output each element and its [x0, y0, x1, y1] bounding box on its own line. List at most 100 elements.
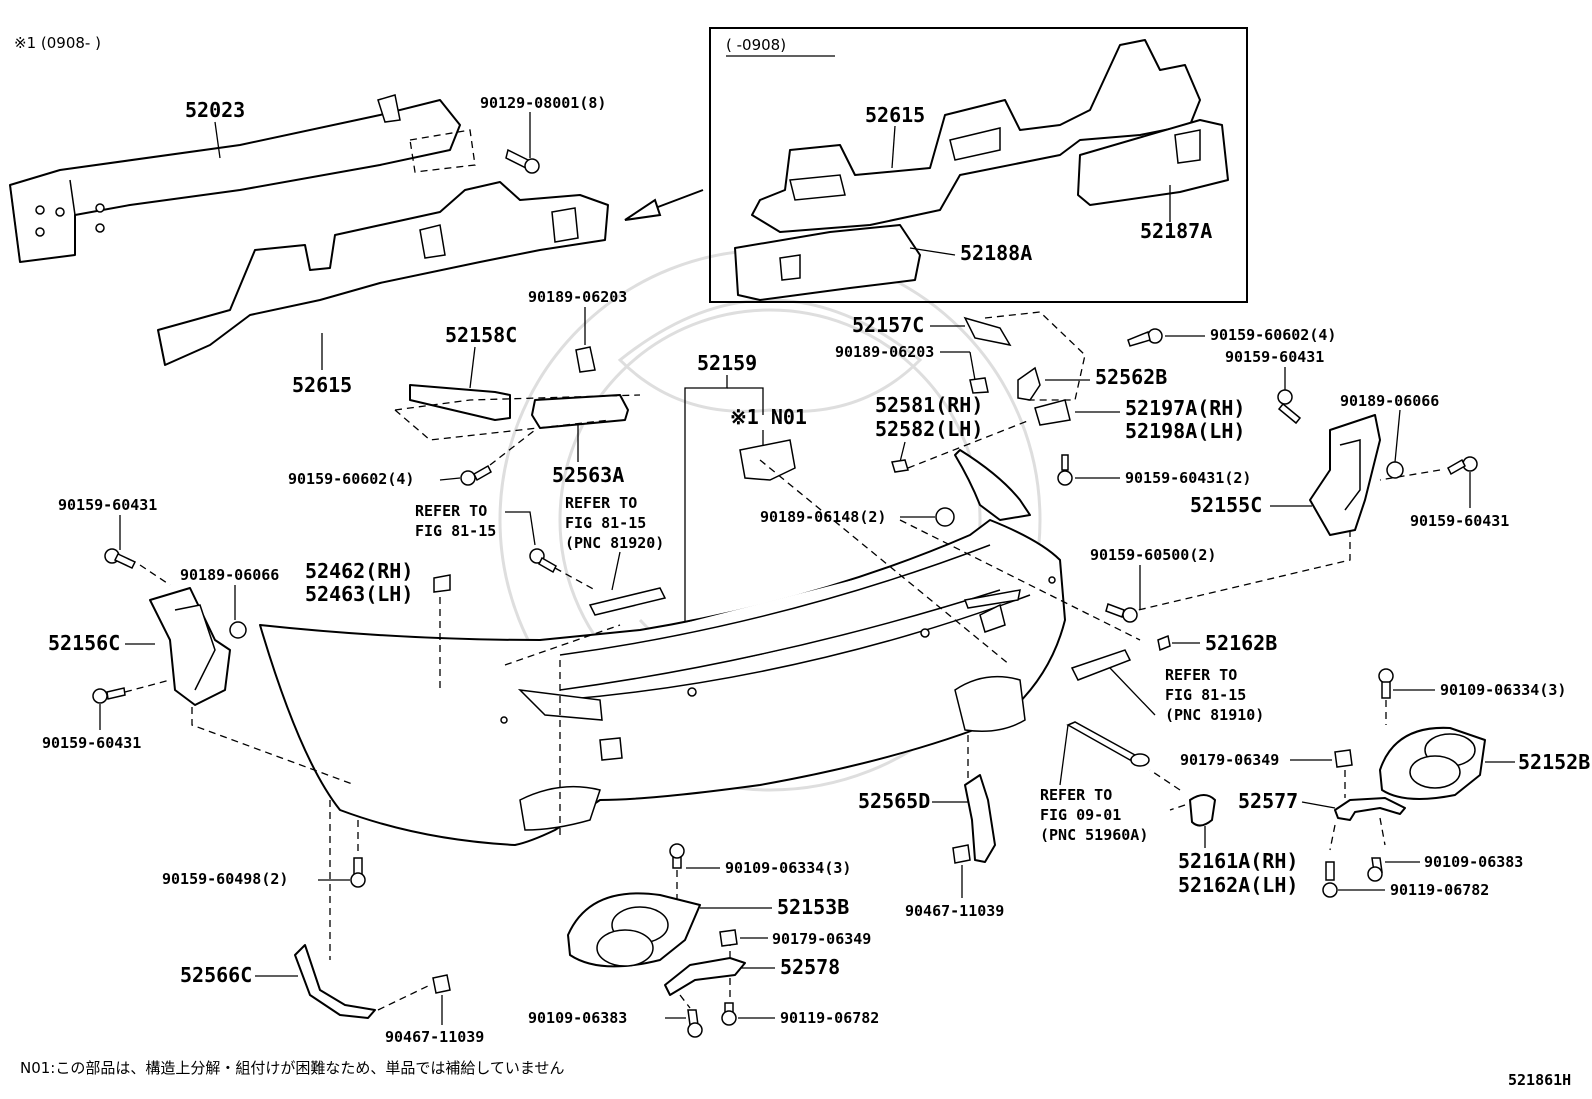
label-90159-60431-top: 90159-60431	[1225, 348, 1324, 366]
bolt-90119-06782-r-icon	[1322, 861, 1338, 898]
label-90179-06349-r: 90179-06349	[1180, 751, 1279, 769]
retainer-52158C	[409, 384, 511, 421]
label-52197A: 52197A(RH)	[1125, 396, 1245, 420]
label-90109-06383-c: 90109-06383	[528, 1009, 627, 1027]
label-90467-11039-l: 90467-11039	[385, 1028, 484, 1046]
clip-90179-06349-c-icon	[719, 929, 738, 947]
retainer-52197A	[1034, 399, 1071, 426]
label-52563A: 52563A	[552, 463, 624, 487]
bolt-90159-60498-icon	[350, 857, 366, 888]
label-90189-06148: 90189-06148(2)	[760, 508, 886, 526]
clip-90179-06349-r-icon	[1334, 749, 1353, 768]
bolt-ref1-icon	[529, 548, 557, 574]
label-90189-06203-b: 90189-06203	[835, 343, 934, 361]
label-52578: 52578	[780, 955, 840, 979]
bolt-90109-06334-c-icon	[669, 843, 685, 869]
arrow-head-icon	[624, 198, 662, 221]
clip-90189-06066-r-icon	[1386, 461, 1404, 479]
ref1-line1: REFER TO	[415, 502, 487, 520]
label-90179-06349-c: 90179-06349	[772, 930, 871, 948]
clip-90189-06203-icon	[575, 346, 596, 373]
label-90189-06203-a: 90189-06203	[528, 288, 627, 306]
label-52188A: 52188A	[960, 241, 1032, 265]
clip-90189-06203-b-icon	[969, 377, 989, 394]
label-90189-06066-r: 90189-06066	[1340, 392, 1439, 410]
bracket-52578	[664, 957, 746, 996]
ref2-line1: REFER TO	[565, 494, 637, 512]
absorber-52188A	[734, 224, 921, 301]
mudguard-52566C	[294, 944, 376, 1019]
ref3-line2: FIG 81-15	[1165, 686, 1246, 704]
label-52577: 52577	[1238, 789, 1298, 813]
bolt-90159-60431-top-icon	[1277, 389, 1302, 425]
inset-variant-note: ( -0908)	[726, 36, 786, 54]
label-N01: ※1 N01	[730, 405, 807, 429]
label-52155C: 52155C	[1190, 493, 1262, 517]
clip-90467-11039-r-icon	[952, 844, 971, 864]
clip-52162B-icon	[1157, 634, 1171, 652]
label-52463: 52463(LH)	[305, 582, 413, 606]
label-90109-06383-r: 90109-06383	[1424, 853, 1523, 871]
label-52582: 52582(LH)	[875, 417, 983, 441]
ref4-line1: REFER TO	[1040, 786, 1112, 804]
tow-hook-51960A	[1059, 721, 1150, 786]
clip-52462-icon	[433, 574, 451, 593]
inset-pointer-arrow	[649, 189, 704, 211]
bracket-52577	[1334, 797, 1406, 821]
label-52159: 52159	[697, 351, 757, 375]
label-52187A: 52187A	[1140, 219, 1212, 243]
label-90159-60498: 90159-60498(2)	[162, 870, 288, 888]
footer-note: N01:この部品は、構造上分解・組付けが困難なため、単品では補給していません	[20, 1059, 564, 1077]
reflector-81920	[588, 587, 667, 616]
label-52615-inset: 52615	[865, 103, 925, 127]
label-90159-60431-2: 90159-60431(2)	[1125, 469, 1251, 487]
reflector-81910	[1070, 649, 1132, 681]
bracket-N01	[739, 439, 796, 481]
ref4-line3: (PNC 51960A)	[1040, 826, 1148, 844]
exhaust-finisher-52152B	[1379, 726, 1486, 800]
clip-90189-06148-icon	[935, 507, 955, 527]
bolt-90159-60431-lb-icon	[92, 687, 126, 704]
label-90119-06782-c: 90119-06782	[780, 1009, 879, 1027]
figure-code: 521861H	[1508, 1071, 1571, 1089]
ref3-line1: REFER TO	[1165, 666, 1237, 684]
absorber-52615-main	[157, 181, 609, 366]
inset-box: ( -0908) 52615 52188A 52187A	[709, 27, 1248, 303]
label-90119-06782-r: 90119-06782	[1390, 881, 1489, 899]
label-52565D: 52565D	[858, 789, 930, 813]
label-52152B: 52152B	[1518, 750, 1590, 774]
ref4-line2: FIG 09-01	[1040, 806, 1121, 824]
clip-90189-06066-l-icon	[229, 621, 247, 639]
bolt-90159-60431-l-icon	[104, 548, 137, 569]
retainer-52562B	[1017, 366, 1041, 401]
bolt-90109-06383-r-icon	[1367, 857, 1383, 882]
label-52581: 52581(RH)	[875, 393, 983, 417]
bolt-90159-60602-a-icon	[460, 464, 492, 486]
ref2-line2: FIG 81-15	[565, 514, 646, 532]
ref1-line2: FIG 81-15	[415, 522, 496, 540]
label-52615-main: 52615	[292, 373, 352, 397]
label-90109-06334-r: 90109-06334(3)	[1440, 681, 1566, 699]
bolt-90159-60431-r-icon	[1447, 456, 1478, 476]
bolt-90159-60500-icon	[1105, 603, 1138, 623]
label-90159-60431-r: 90159-60431	[1410, 512, 1509, 530]
ref3-line3: (PNC 81910)	[1165, 706, 1264, 724]
ref2-line3: (PNC 81920)	[565, 534, 664, 552]
label-52162B: 52162B	[1205, 631, 1277, 655]
towing-cover-52161A	[1189, 794, 1216, 827]
label-90129-08001: 90129-08001(8)	[480, 94, 606, 112]
bolt-90129-icon	[505, 148, 540, 174]
bolt-90159-60602-b-icon	[1127, 328, 1163, 347]
exhaust-finisher-52153B	[567, 892, 701, 968]
label-90159-60500: 90159-60500(2)	[1090, 546, 1216, 564]
label-52562B: 52562B	[1095, 365, 1167, 389]
mudguard-52565D	[964, 774, 996, 863]
label-90159-60431-lb: 90159-60431	[42, 734, 141, 752]
label-90109-06334-c: 90109-06334(3)	[725, 859, 851, 877]
bolt-90159-60431-2-icon	[1057, 454, 1073, 486]
label-52158C: 52158C	[445, 323, 517, 347]
label-90159-60602-b: 90159-60602(4)	[1210, 326, 1336, 344]
label-52566C: 52566C	[180, 963, 252, 987]
bolt-90109-06383-c-icon	[687, 1009, 703, 1038]
